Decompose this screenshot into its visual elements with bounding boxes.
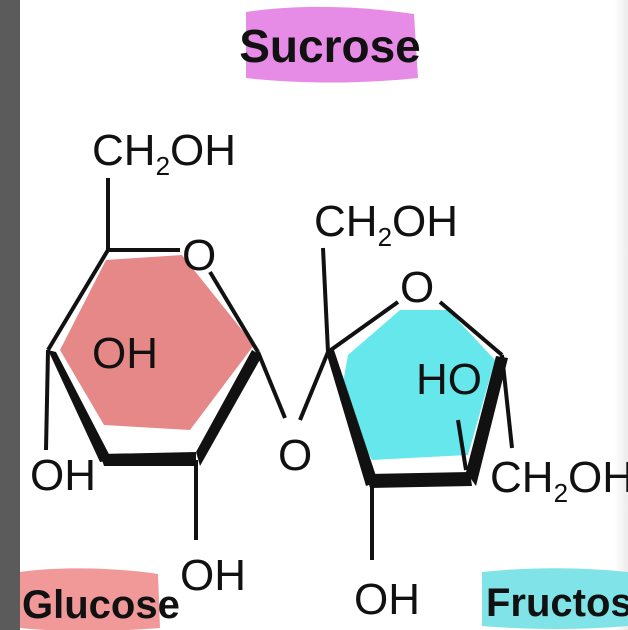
fructose-ring-oxygen: O <box>400 263 434 312</box>
glucose-ring-oxygen: O <box>182 231 216 280</box>
glucose-oh-left: OH <box>30 451 96 500</box>
title-highlight <box>246 6 418 83</box>
fructose-wedge-bottom <box>366 472 472 488</box>
fructose-ch2oh-top: CH2OH <box>314 197 458 252</box>
glucose-bonds <box>44 178 287 540</box>
glucose-wedge-right <box>196 350 262 466</box>
glucose-wedge-left <box>48 350 112 462</box>
fructose-oh-bottom: OH <box>354 575 420 624</box>
fructose-ch2oh-right: CH2OH <box>490 453 628 508</box>
fructose-wedge-left <box>326 350 378 486</box>
glucose-oh-bottom: OH <box>180 551 246 600</box>
fructose-ho-inner: HO <box>416 355 482 404</box>
left-border <box>0 0 20 630</box>
glucose-label: Glucose <box>22 583 180 627</box>
glucose-oh-inner: OH <box>92 329 158 378</box>
right-edge-shade <box>614 0 628 630</box>
glucose-ring-fill <box>60 255 254 430</box>
fructose-label: Fructose <box>486 581 628 625</box>
fructose-label-highlight <box>482 568 628 629</box>
glycosidic-oxygen: O <box>278 431 312 480</box>
glucose-label-highlight <box>20 568 160 630</box>
fructose-wedge-right <box>466 356 508 486</box>
fructose-ring-fill <box>340 310 495 460</box>
glucose-ch2oh: CH2OH <box>92 126 236 181</box>
glucose-wedge-bottom <box>100 452 196 466</box>
title: Sucrose <box>239 20 421 72</box>
